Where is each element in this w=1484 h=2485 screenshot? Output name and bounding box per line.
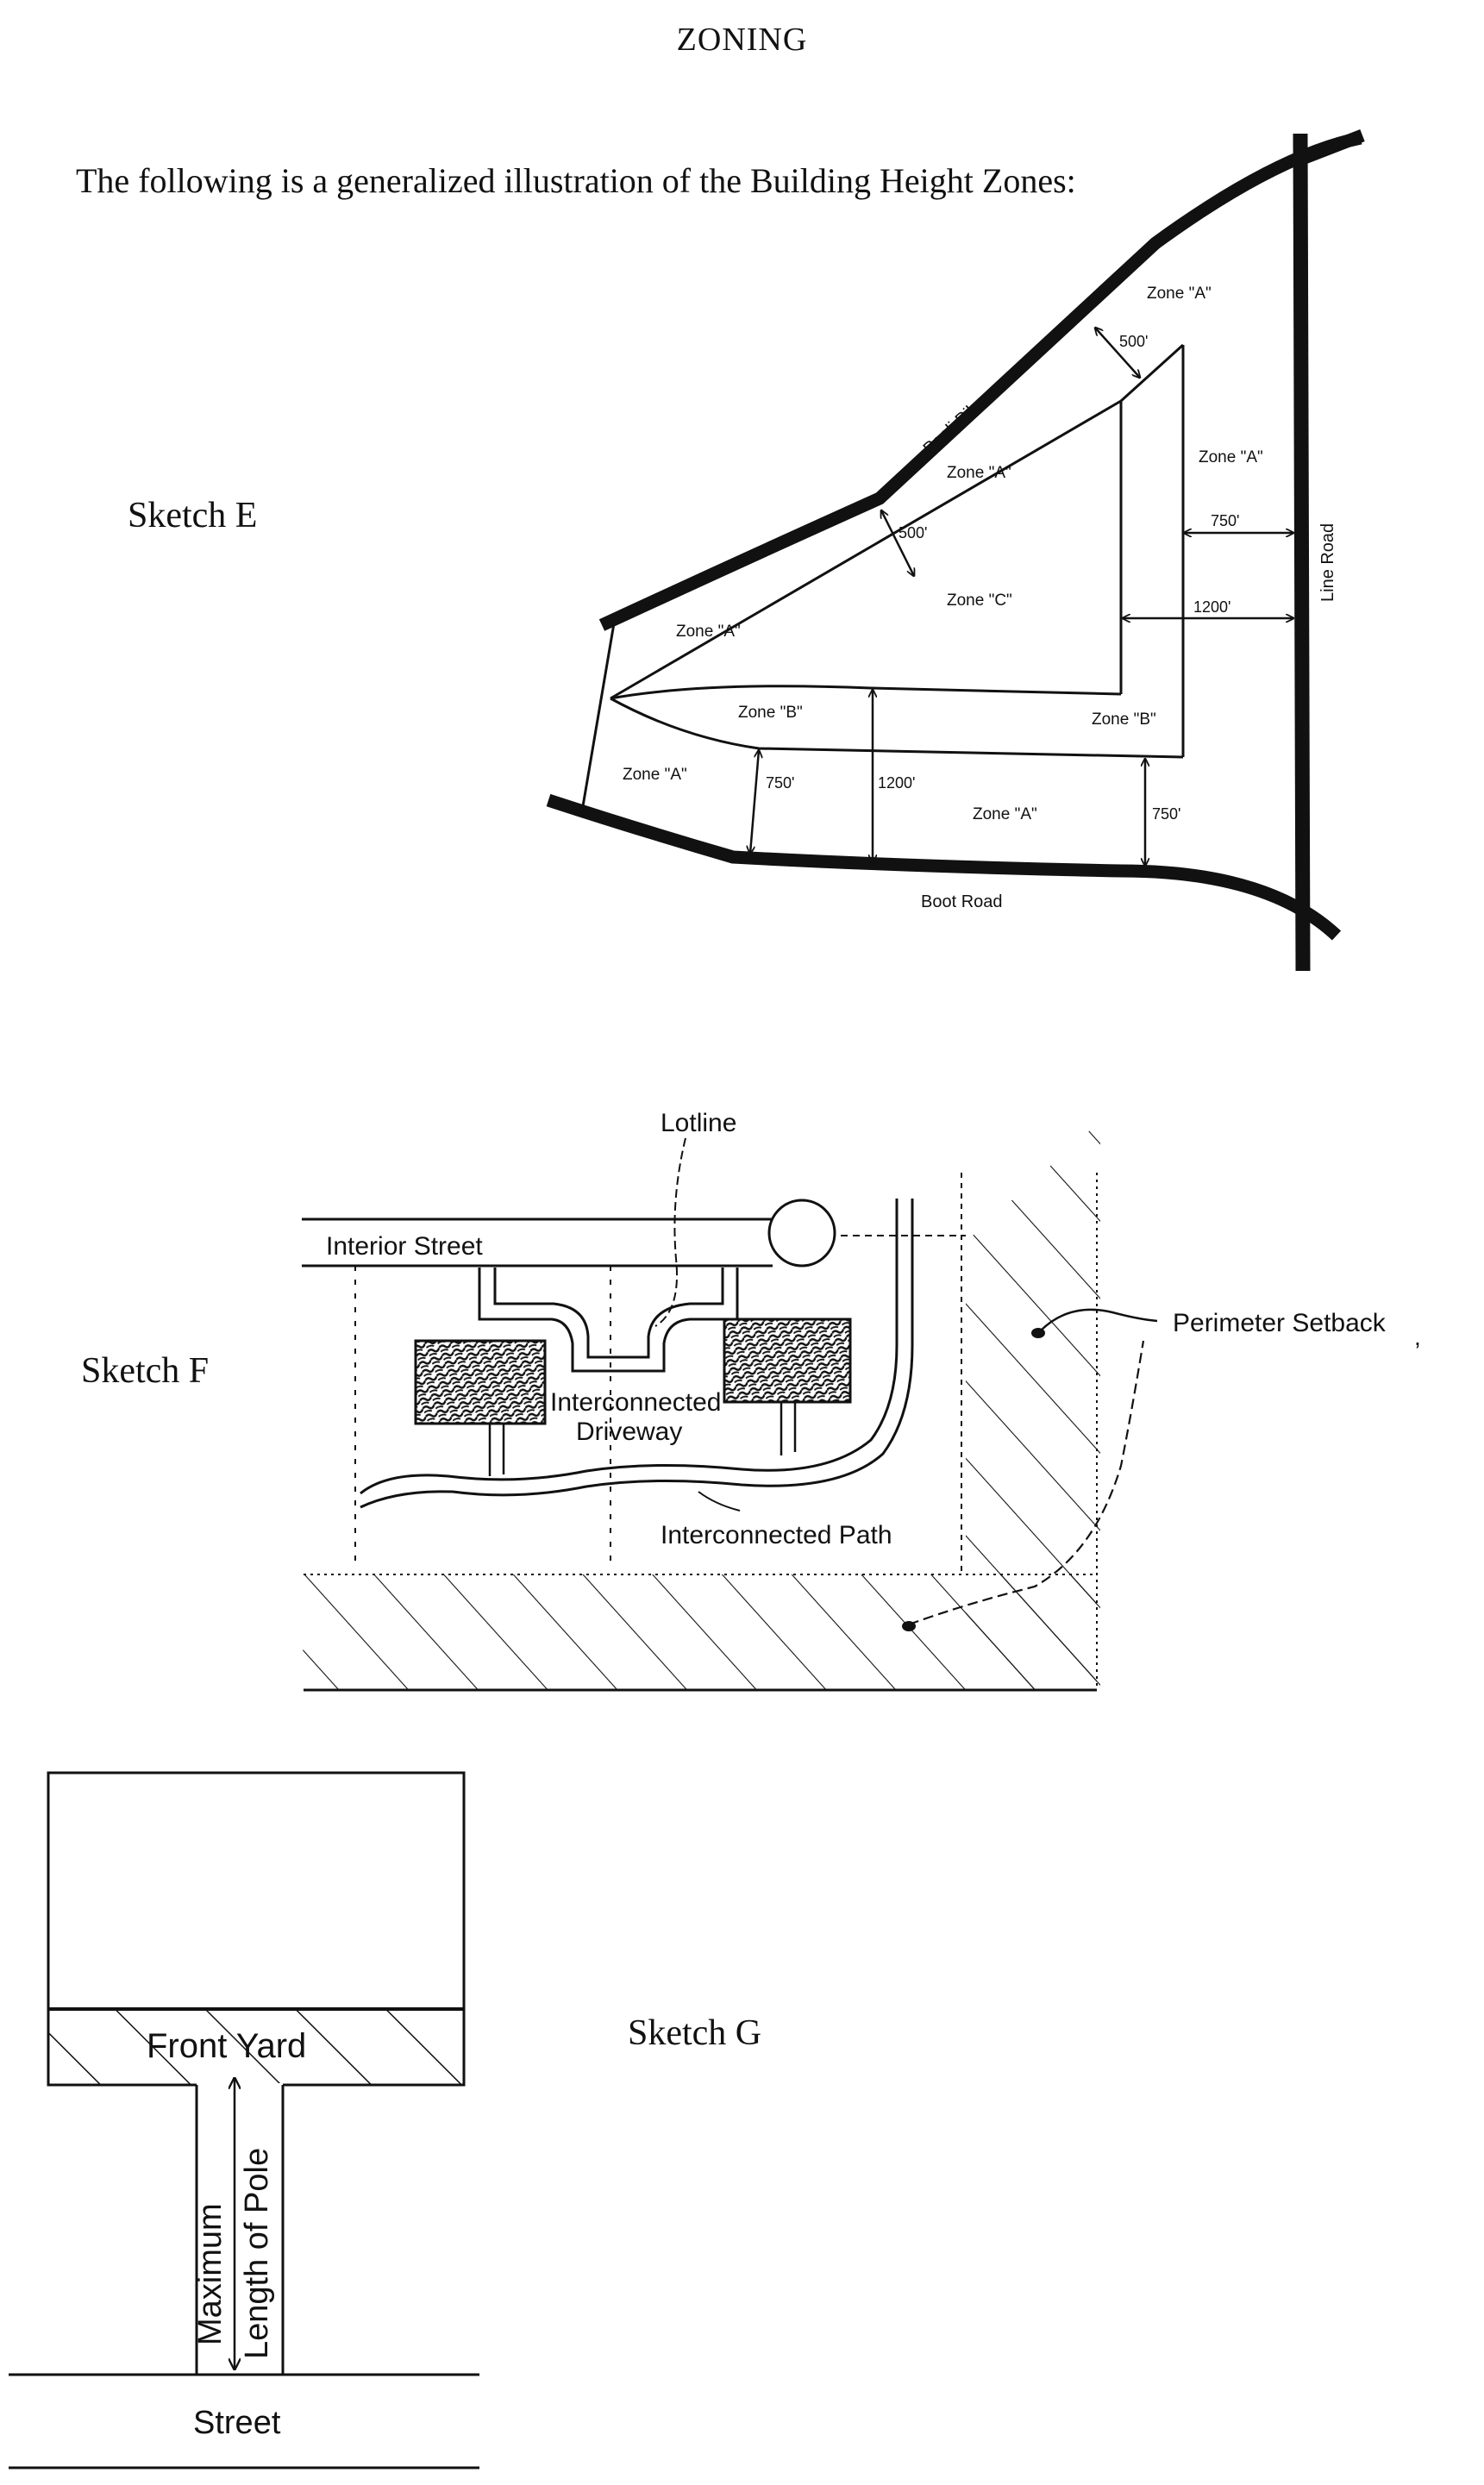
driveway-label-1: Interconnected [550,1388,721,1417]
dim-500-mid-arrow [881,510,914,576]
boot-road [546,793,1342,941]
line-road-label: Line Road [1318,523,1337,602]
pole-label-1: Maximum [192,2203,229,2345]
perimeter-setback-label: Perimeter Setback [1173,1309,1387,1337]
perimeter-setback-hatch-right [966,1121,1100,1690]
interior-street-label: Interior Street [326,1232,483,1261]
interconnected-driveway [478,1268,739,1373]
sketch-e-label: Sketch E [128,496,258,535]
dim-500-top-label: 500' [1119,333,1148,350]
dim-750-left-arrow [750,750,759,854]
building-right [723,1318,852,1404]
zone-c-label: Zone "C" [947,592,1012,610]
sketch-g-diagram: Front Yard Maximum Length of Pole Street [9,1771,479,2469]
perimeter-dot-upper [1031,1328,1045,1338]
zone-b-mid-label: Zone "B" [738,704,803,722]
perimeter-comma: , [1414,1324,1421,1350]
b-zone-apex-top [610,399,1122,700]
sketch-f-diagram: , Lotline Interior Street Perimeter Setb… [302,1109,1421,1692]
zone-b-right-label: Zone "B" [1092,710,1156,729]
zone-a-mid-label: Zone "A" [947,464,1011,482]
pole-label-2: Length of Pole [239,2148,275,2359]
page-title: ZONING [676,22,808,58]
paoli-pike-road [598,131,1362,631]
b-zone-bottom [610,697,1184,759]
building-left [414,1339,547,1425]
front-yard-label: Front Yard [147,2027,306,2065]
cul-de-sac [767,1199,836,1268]
perimeter-leader-upper [1039,1308,1158,1332]
sketch-g-label: Sketch G [628,2013,762,2053]
zone-a-lower-left-label: Zone "A" [623,766,687,784]
line-road [1293,133,1311,972]
lotline-leader [654,1137,686,1327]
c-zone-bottom [610,685,1122,700]
perimeter-dot-lower [902,1621,916,1631]
interconnected-path-label: Interconnected Path [661,1521,892,1549]
intro-text: The following is a generalized illustrat… [76,161,1076,200]
sketch-e-diagram: Paoli Pike Line Road Boot Road Zone "A" … [546,129,1365,972]
interconnected-driveway-inner [493,1268,724,1359]
driveway-label-2: Driveway [576,1418,682,1446]
interconnected-path-lower [360,1199,914,1509]
zone-a-top-label: Zone "A" [1147,285,1212,303]
dim-750-bottom-right-label: 750' [1152,805,1180,823]
dim-500-top-arrow [1095,328,1140,378]
b-zone-top [1119,343,1185,403]
dim-750-left-label: 750' [766,774,794,792]
zone-a-right-label: Zone "A" [1199,448,1263,466]
dim-500-mid-label: 500' [899,524,927,541]
dim-750-right-label: 750' [1211,512,1239,529]
zone-a-bottom-label: Zone "A" [973,805,1037,823]
dim-1200-right-label: 1200' [1193,598,1230,616]
paoli-pike-label: Paoli Pike [920,393,990,459]
zone-a-left-label: Zone "A" [676,623,741,641]
interconnected-path-upper [360,1199,899,1495]
west-boundary [581,623,616,807]
perimeter-setback-hatch-bottom [302,1574,1097,1690]
path-leader [698,1491,741,1512]
dim-1200-bottom-label: 1200' [878,774,915,792]
street-label: Street [193,2405,281,2441]
perimeter-leader-lower [908,1340,1145,1626]
sketch-f-label: Sketch F [81,1351,210,1391]
lotline-label: Lotline [661,1109,736,1137]
boot-road-label: Boot Road [921,892,1003,911]
